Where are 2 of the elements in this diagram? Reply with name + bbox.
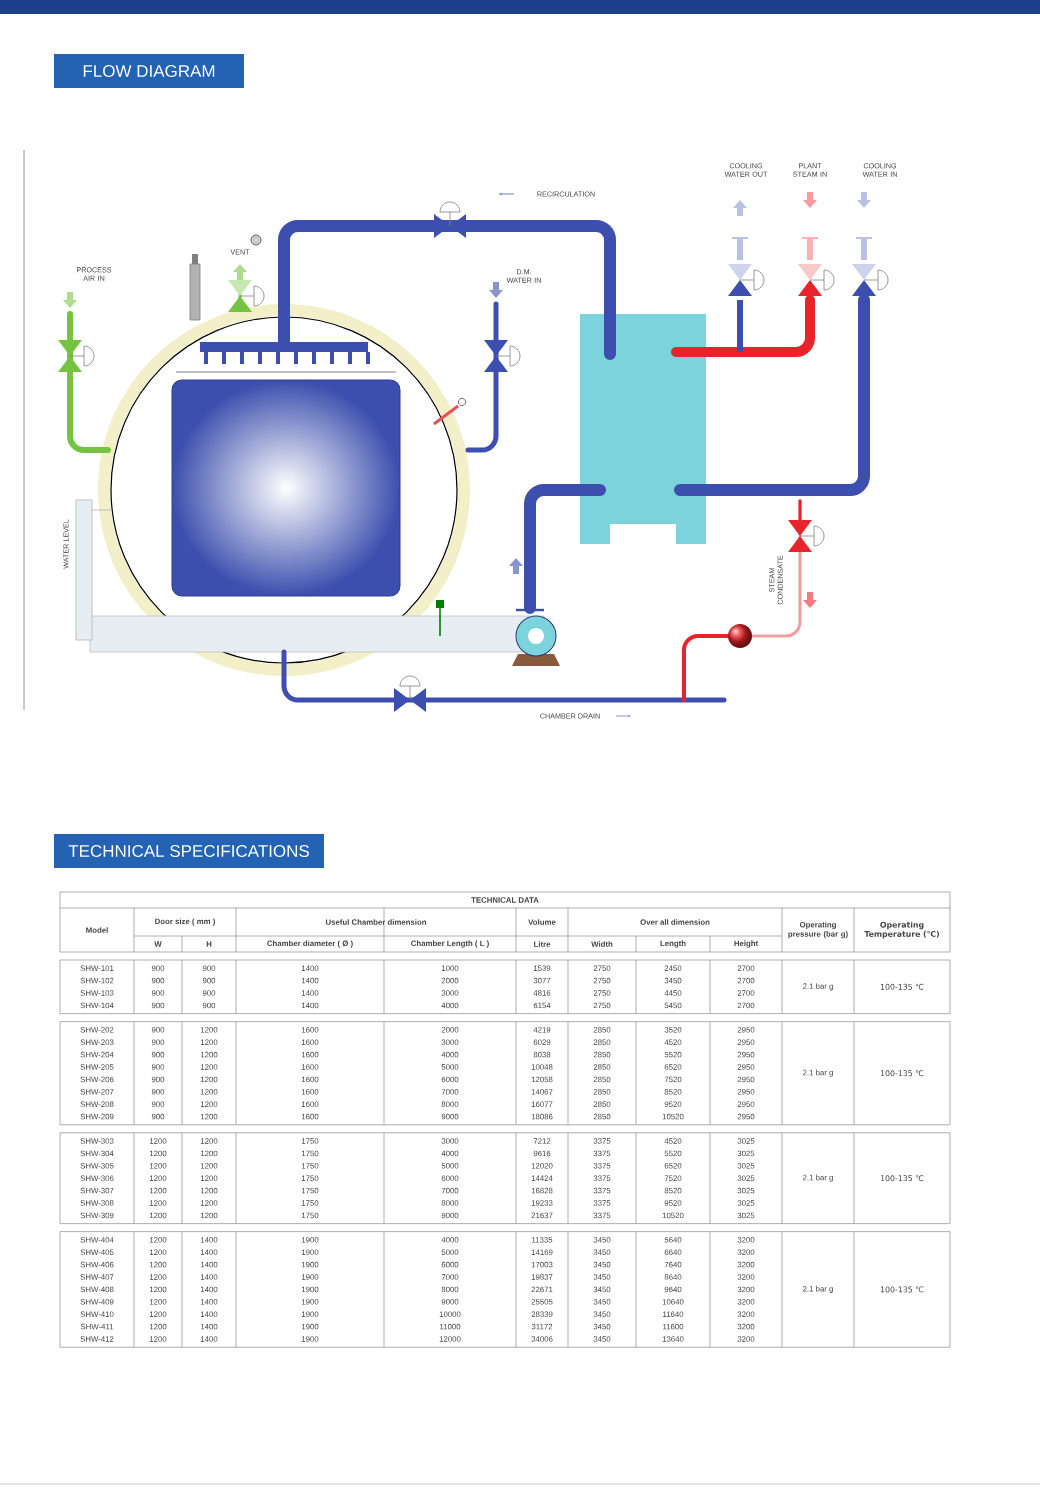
section-heading: TECHNICAL SPECIFICATIONS (54, 834, 324, 868)
section-heading: FLOW DIAGRAM (54, 54, 244, 88)
